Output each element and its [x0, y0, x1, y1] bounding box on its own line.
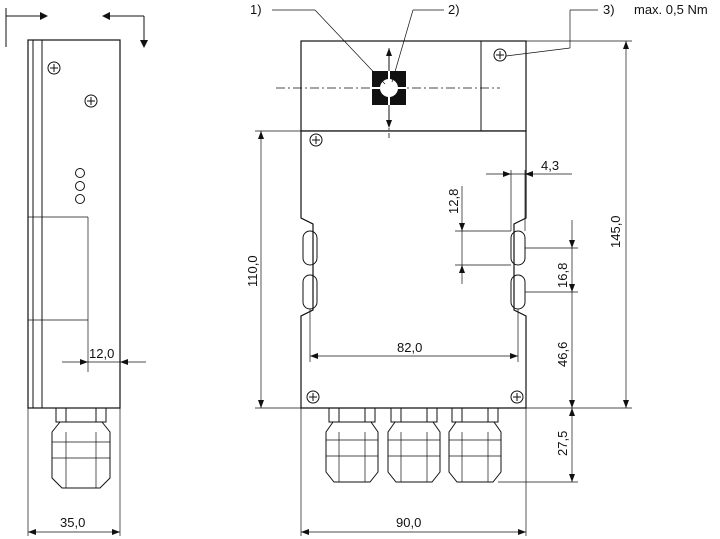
- dim-gland-length-label: 27,5: [555, 431, 570, 456]
- screw-icon: [309, 133, 323, 147]
- dim-slot-height-label: 12,8: [446, 189, 461, 214]
- cable-gland: [387, 407, 441, 483]
- cable-gland: [51, 407, 111, 489]
- dim-side-offset-label: 12,0: [89, 346, 114, 361]
- dimension-height-upper: 110,0: [245, 130, 301, 409]
- front-view: [276, 40, 527, 483]
- section-arrow-right: [102, 12, 148, 48]
- dim-height-total-label: 145,0: [608, 215, 623, 248]
- center-marker-icon: [276, 48, 500, 138]
- cable-gland: [448, 407, 502, 483]
- screw-icon: [493, 48, 507, 62]
- dim-side-width-label: 35,0: [60, 515, 85, 530]
- dim-slot-width-label: 4,3: [541, 158, 559, 173]
- dimension-slot-from-bottom: 46,6: [555, 342, 575, 408]
- side-view: 12,0 35,0: [5, 8, 148, 536]
- dimension-side-offset: 12,0: [62, 320, 146, 372]
- mounting-slot: [302, 230, 318, 266]
- callout-1-label: 1): [250, 2, 262, 17]
- dim-height-upper-label: 110,0: [245, 255, 260, 287]
- dimension-front-width: 90,0: [300, 408, 527, 536]
- dim-hole-pitch-label: 82,0: [397, 340, 422, 355]
- screw-icon: [47, 61, 61, 75]
- screw-icon: [84, 94, 98, 108]
- cable-gland: [325, 407, 379, 483]
- callout-3: 3) max. 0,5 Nm: [505, 2, 708, 57]
- dim-slot-from-bottom-label: 46,6: [555, 342, 570, 367]
- dimension-height-total: 145,0: [526, 40, 632, 409]
- dimension-gland-length: 27,5: [498, 408, 578, 483]
- dimension-slot-width: 4,3: [486, 158, 572, 231]
- callout-3-label: 3): [603, 2, 615, 17]
- callout-1: 1): [250, 2, 386, 85]
- dimension-slot-height: 12,8: [446, 186, 511, 284]
- torque-label: max. 0,5 Nm: [634, 2, 708, 17]
- callout-2-label: 2): [448, 2, 460, 17]
- dim-slot-spacing-label: 16,8: [555, 263, 570, 288]
- led-indicators: [75, 168, 85, 204]
- dim-front-width-label: 90,0: [396, 515, 421, 530]
- dimension-side-width: 35,0: [27, 408, 121, 536]
- top-module: [300, 40, 527, 132]
- dimension-slot-spacing: 16,8: [525, 220, 578, 408]
- dimension-hole-pitch: 82,0: [309, 309, 519, 362]
- screw-icon: [306, 390, 320, 404]
- front-housing: [300, 130, 527, 409]
- callout-2: 2): [391, 2, 460, 83]
- section-arrow-left: [5, 8, 48, 47]
- screw-icon: [510, 390, 524, 404]
